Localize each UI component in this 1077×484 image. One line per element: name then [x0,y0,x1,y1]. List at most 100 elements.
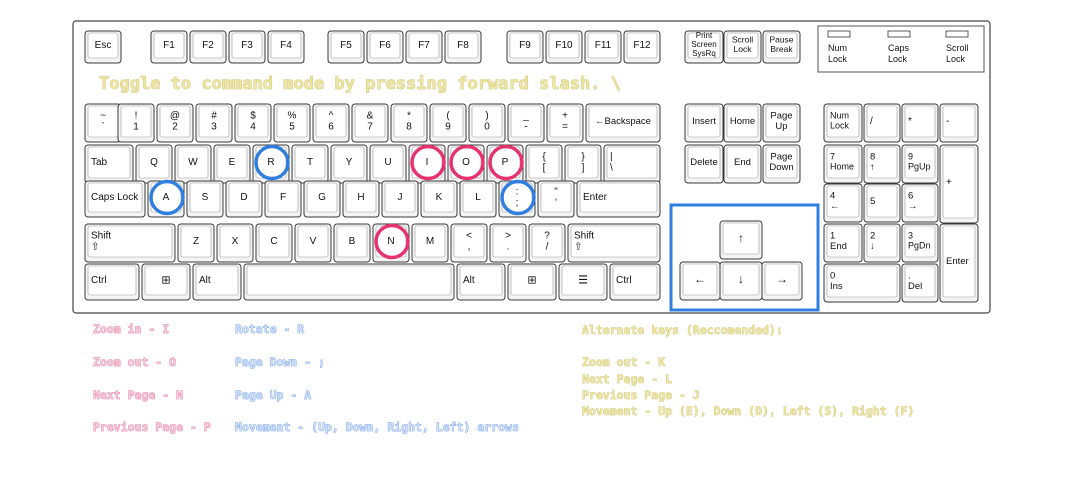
key-insert: Insert [684,103,724,143]
key-label: Up [775,121,787,132]
key-w: W [174,144,212,184]
key-space [243,263,455,301]
key-label: ` [101,121,104,133]
key-label: B [349,236,356,247]
legend-alt-next-page: Next Page - L [582,372,673,387]
key-label: 4 [250,122,256,133]
key-f9: F9 [506,30,544,64]
key-numpad-slash: / [863,103,901,143]
key-f12: F12 [623,30,661,64]
key-c: C [255,223,293,263]
key-num-2: @2 [156,103,194,143]
key-period: >. [489,223,527,263]
key-label: → [908,201,918,212]
key-label: F9 [519,40,531,51]
key-numpad-dot: .Del [901,263,939,303]
key-f10: F10 [545,30,583,64]
key-shift-left: Shift⇧ [84,223,176,263]
key-label: Break [770,44,793,54]
key-label: P [502,157,509,168]
key-num-3: #3 [195,103,233,143]
legend-page-up: Page Up - A [235,388,312,403]
key-label: Pause [769,35,793,45]
key-label: 5 [870,196,875,207]
legend-alt-zoom-out: Zoom out - K [582,355,666,370]
key-label: / [546,242,549,253]
key-num-5: %5 [273,103,311,143]
key-num-12: += [546,103,584,143]
key-label: F2 [202,40,214,51]
key-label: N [387,236,394,247]
key-label: & [367,111,374,122]
legend-alt-movement: Movement - Up (E), Down (D), Left (S), R… [582,404,915,419]
key-label: Delete [690,157,717,168]
key-s: S [186,180,224,218]
key-label: < [466,231,472,242]
key-label: . [507,242,510,253]
key-label: . [908,271,911,282]
key-num-8: *8 [390,103,428,143]
key-label: ←Backspace [595,116,651,127]
key-h: H [342,180,380,218]
key-label: W [188,157,198,168]
key-label: = [562,122,568,133]
key-label: > [505,231,511,242]
key-label: ) [485,111,488,122]
key-y: Y [330,144,368,184]
key-num-9: (9 [429,103,467,143]
key-label: ⊞ [527,275,536,287]
key-numpad-star: * [901,103,939,143]
key-label: Insert [692,116,716,127]
key-shift-right: Shift⇧ [567,223,661,263]
key-arrow-down: ↓ [719,261,763,301]
key-label: 8 [870,152,875,163]
legend-movement: Movement - (Up, Down, Right, Left) arrow… [235,420,519,435]
key-label: T [307,157,313,168]
key-label: ; [516,198,519,209]
key-label: X [232,236,239,247]
key-label: V [310,236,317,247]
key-label: ? [544,231,550,242]
key-label: K [436,192,443,203]
key-f5: F5 [327,30,365,64]
key-label: C [270,236,277,247]
key-label: 1 [133,122,139,133]
highlight-n [374,223,410,260]
key-label: + [946,177,952,188]
key-label: U [384,157,391,168]
key-numpad-2: 2↓ [863,223,901,263]
key-num-11: _- [507,103,545,143]
key-f: F [264,180,302,218]
key-k: K [420,180,458,218]
key-label: F4 [280,40,292,51]
key-f8: F8 [444,30,482,64]
key-label: F [280,192,286,203]
key-num-0: ~` [84,103,122,143]
key-label: - [524,122,527,133]
key-g: G [303,180,341,218]
legend-rotate: Rotate - R [235,322,305,337]
key-label: A [163,192,170,203]
key-label: ! [135,111,138,122]
key-label: R [267,157,274,168]
key-label: F12 [633,40,651,51]
key-label: [ [543,163,546,174]
key-label: Print [696,31,713,40]
key-label: 5 [289,122,295,133]
key-label: 0 [484,122,490,133]
key-label: ↑ [870,162,875,173]
key-close-bracket: }] [564,144,602,184]
legend-alternate-title: Alternate keys (Reccomended): [582,323,783,338]
key-num-10: )0 [468,103,506,143]
key-win-left: ⊞ [141,263,191,301]
key-label: Ctrl [616,275,632,286]
key-label: Ctrl [91,275,107,286]
key-label: PgDn [908,241,931,251]
